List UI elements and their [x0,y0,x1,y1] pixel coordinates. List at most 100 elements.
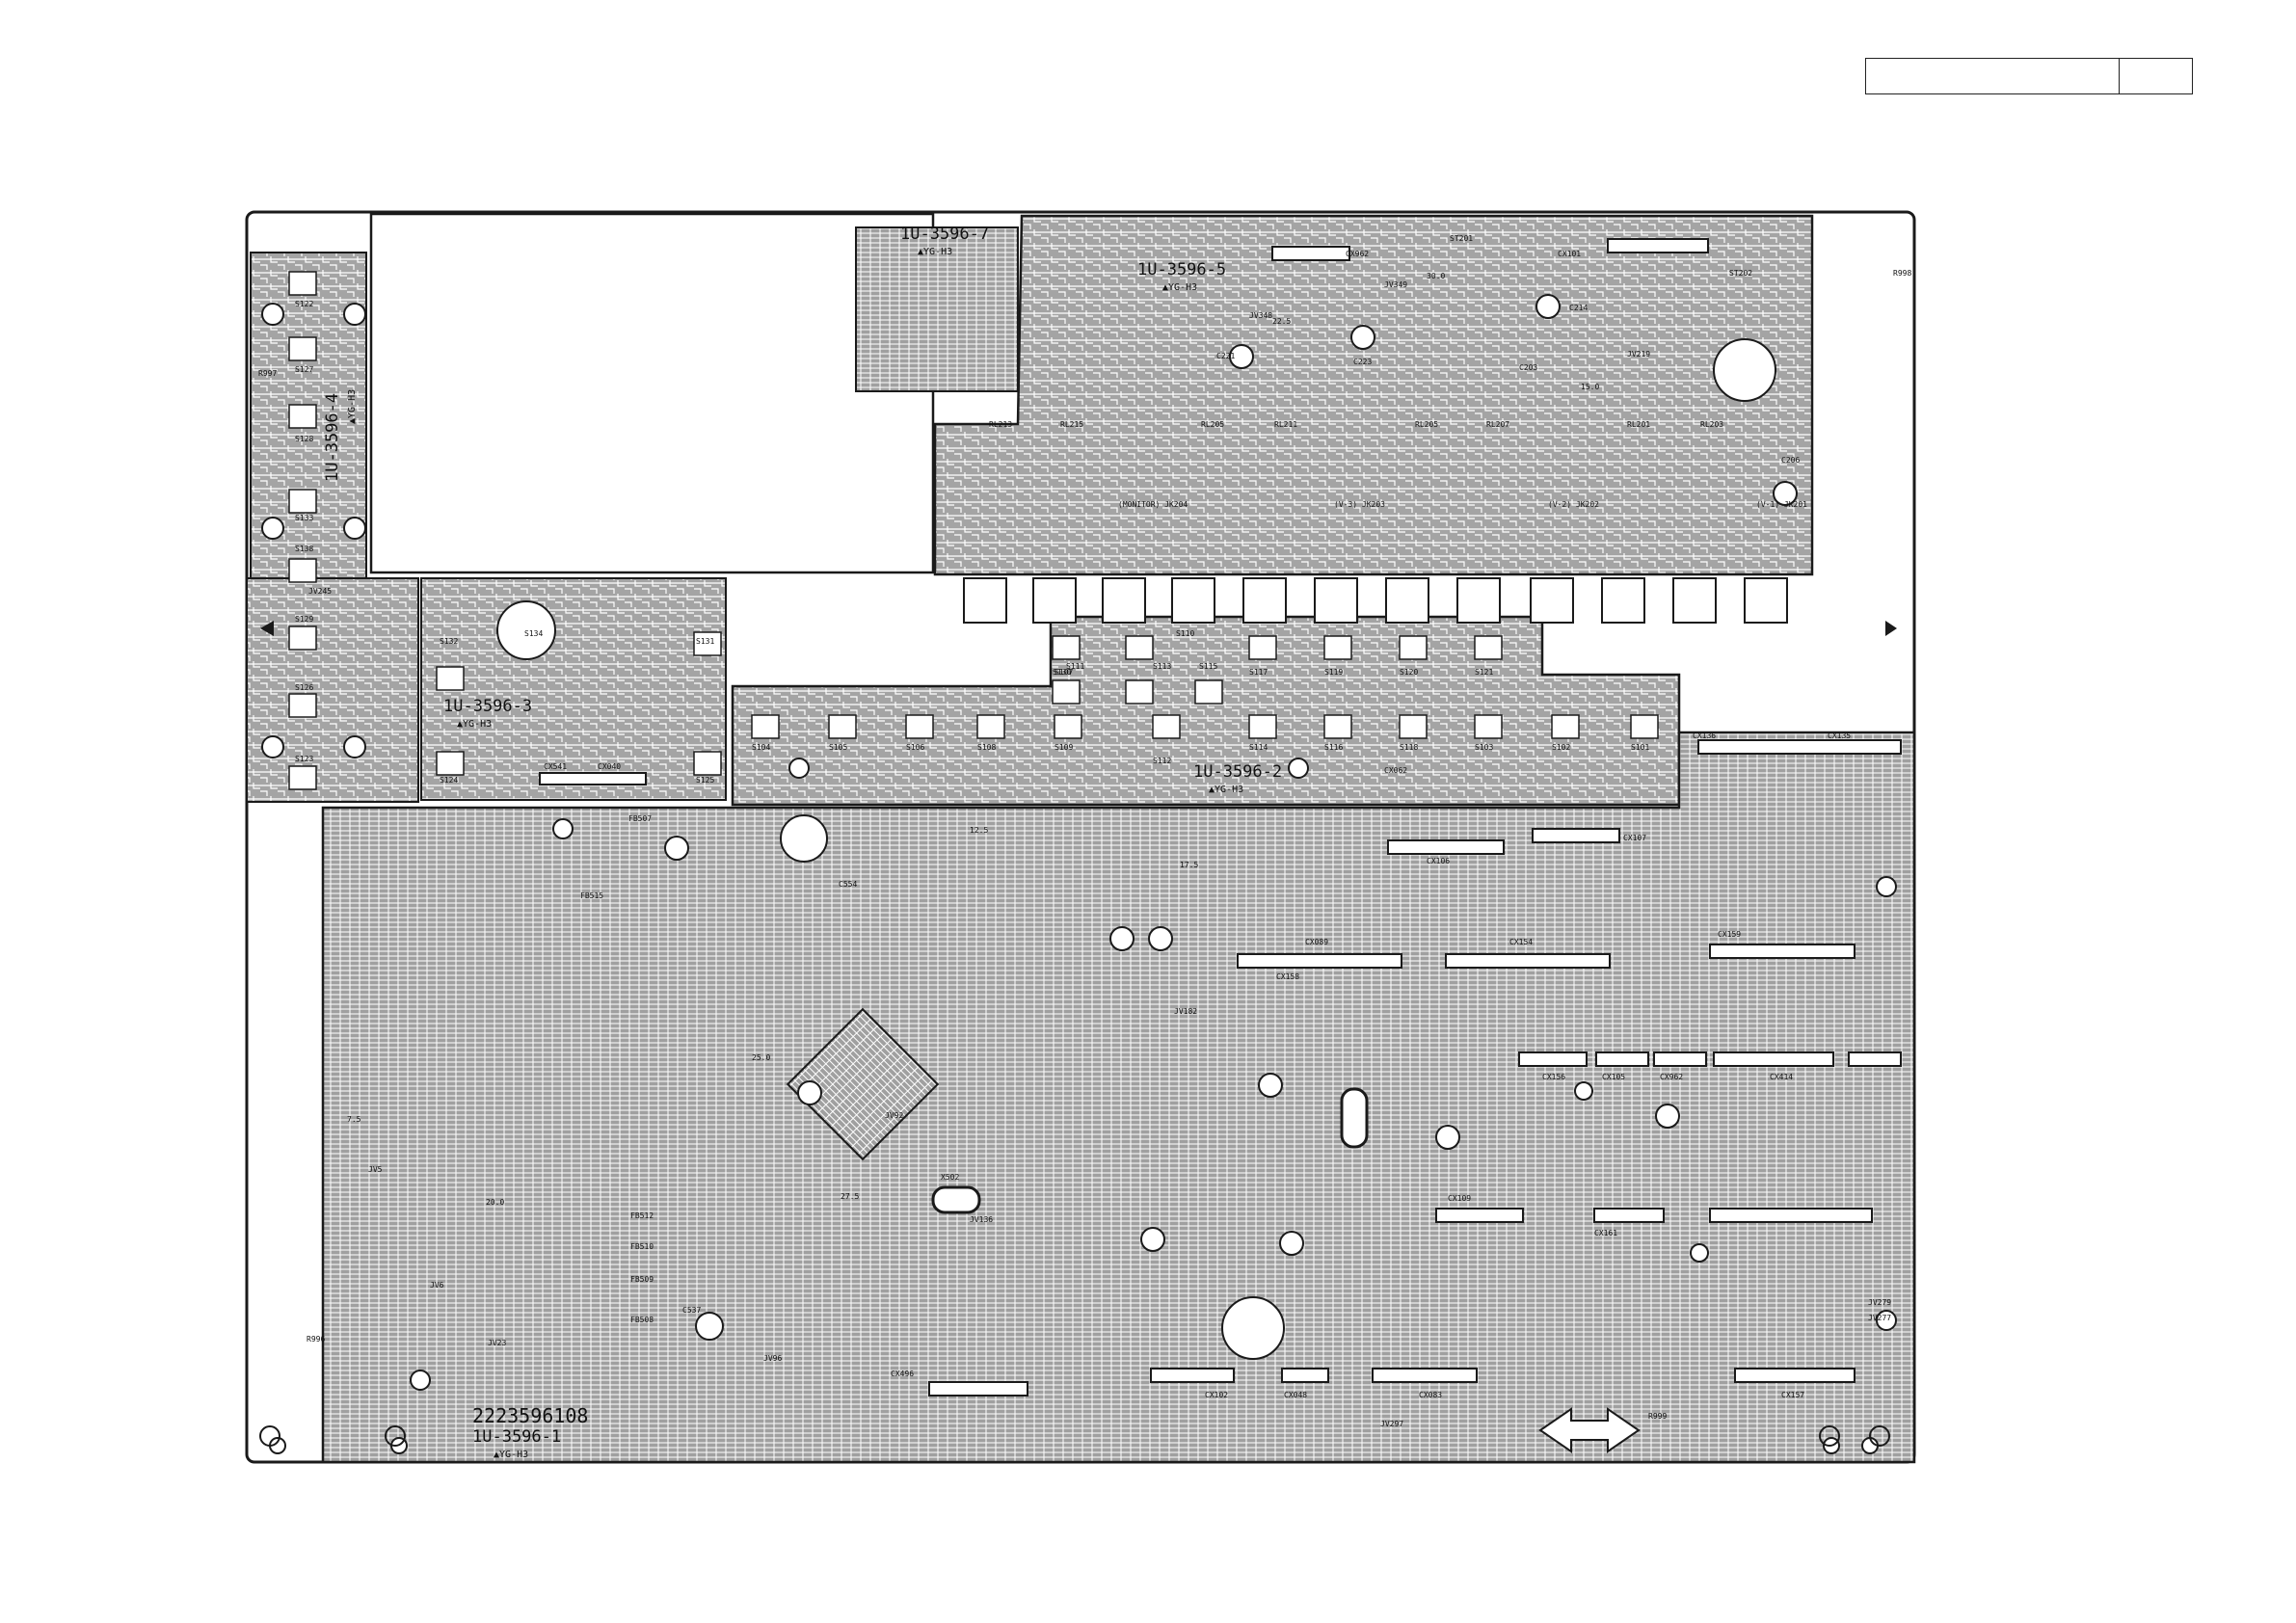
connector-strip [1709,944,1855,959]
switch-pad [436,666,465,691]
relay-label: RL205 [1415,420,1438,429]
switch-label: S106 [906,743,924,752]
component-label: JV5 [368,1165,383,1174]
rca-jack [1171,577,1215,624]
switch-label: S128 [295,435,313,443]
title-block-cell [1866,59,2120,93]
switch-pad [1152,714,1181,739]
relay-label: RL211 [1274,420,1297,429]
connector-label: CX105 [1602,1073,1625,1081]
switch-pads [288,271,1659,790]
switch-label: S134 [524,629,543,638]
capacitor-icon [1435,1125,1460,1150]
connector-strip [928,1381,1028,1397]
switch-pad [1323,635,1352,660]
rca-jack [1530,577,1574,624]
board-mark-switch-side: ▲YG-H3 [347,389,358,424]
switch-pad [1399,714,1428,739]
component-label: R998 [1893,269,1911,278]
switch-label: S117 [1249,668,1268,677]
rca-jack [1032,577,1077,624]
connector-strip [1445,953,1611,969]
component-label: FB510 [630,1242,654,1251]
mounting-hole [1574,1081,1593,1101]
connector-label: CX106 [1427,857,1450,865]
capacitor-icon [1109,926,1135,951]
voltage-label: 22.5 [1272,317,1291,326]
capacitor-icon [780,814,828,863]
switch-pad [1474,714,1503,739]
mounting-hole [1288,758,1309,779]
switch-pad [288,404,317,429]
connector-strip [1532,828,1620,843]
component-label: FB515 [580,891,603,900]
connector-strip [1697,739,1902,755]
rca-jack [1601,577,1645,624]
mounting-hole [343,735,366,758]
connector-label: CX107 [1623,834,1646,842]
component-label: C203 [1519,363,1537,372]
switch-label: S113 [1153,662,1171,671]
switch-label: S126 [295,683,313,692]
switch-label: S125 [696,776,714,785]
switch-label: S105 [829,743,847,752]
board-main [321,731,1916,1464]
component-label: JV23 [488,1339,506,1347]
mounting-hole [788,758,810,779]
board-control [420,577,727,801]
capacitors [664,294,1798,1341]
connector-label: CX135 [1828,732,1851,740]
screw-icon [1819,1425,1840,1447]
switch-label: ST201 [1450,234,1473,243]
component-label: JV136 [970,1215,993,1224]
component-label: C214 [1569,304,1588,312]
connector-label: CX083 [1419,1391,1442,1399]
switch-pad [288,271,317,296]
connector-strip [1607,238,1709,253]
switch-label: S116 [1324,743,1343,752]
voltage-label: 20.0 [486,1198,504,1207]
board-mark-jack: ▲YG-H3 [1209,785,1243,795]
connector-strip [1734,1368,1855,1383]
connector-label: CX154 [1509,938,1533,946]
switch-pad [288,336,317,361]
switch-pad [828,714,857,739]
switch-label: S114 [1249,743,1268,752]
connector-label: CX109 [1448,1194,1471,1203]
mounting-hole [1713,338,1776,402]
board-left-lower-strip [246,577,419,803]
mounting-hole [552,818,574,839]
switch-pad [1399,635,1428,660]
board-mark-main: ▲YG-H3 [494,1450,528,1460]
connector-strip [1271,246,1350,261]
jack-label: (MONITOR) JK204 [1118,500,1188,509]
mounting-hole [343,303,366,326]
rca-jack [1314,577,1358,624]
switch-label: S115 [1199,662,1217,671]
relay-label: RL215 [1060,420,1083,429]
component-label: JV182 [1174,1007,1197,1016]
switch-pad [1248,714,1277,739]
component-label: R996 [307,1335,325,1344]
switch-pad [1125,679,1154,705]
capacitor-icon [1773,481,1798,506]
switch-label: S107 [1055,668,1073,677]
screw-marks [259,1425,1890,1447]
component-label: C223 [1353,358,1372,366]
switch-pad [1052,635,1081,660]
relay-label: RL201 [1627,420,1650,429]
board-label-top: 1U-3596-5 [1137,260,1226,279]
triangle-marker-icon [260,621,274,636]
capacitor-icon [1229,344,1254,369]
component-label: JV297 [1380,1420,1403,1428]
connector-strip [1237,953,1402,969]
component-label: FB508 [630,1316,654,1324]
switch-label: S112 [1153,757,1171,765]
switch-label: S119 [1324,668,1343,677]
connector-label: CX159 [1718,930,1741,939]
component-label: JV348 [1249,311,1272,320]
rca-jack [1456,577,1501,624]
component-label: JV245 [308,587,332,596]
connector-strip [539,772,647,785]
voltage-label: 17.5 [1180,861,1198,869]
